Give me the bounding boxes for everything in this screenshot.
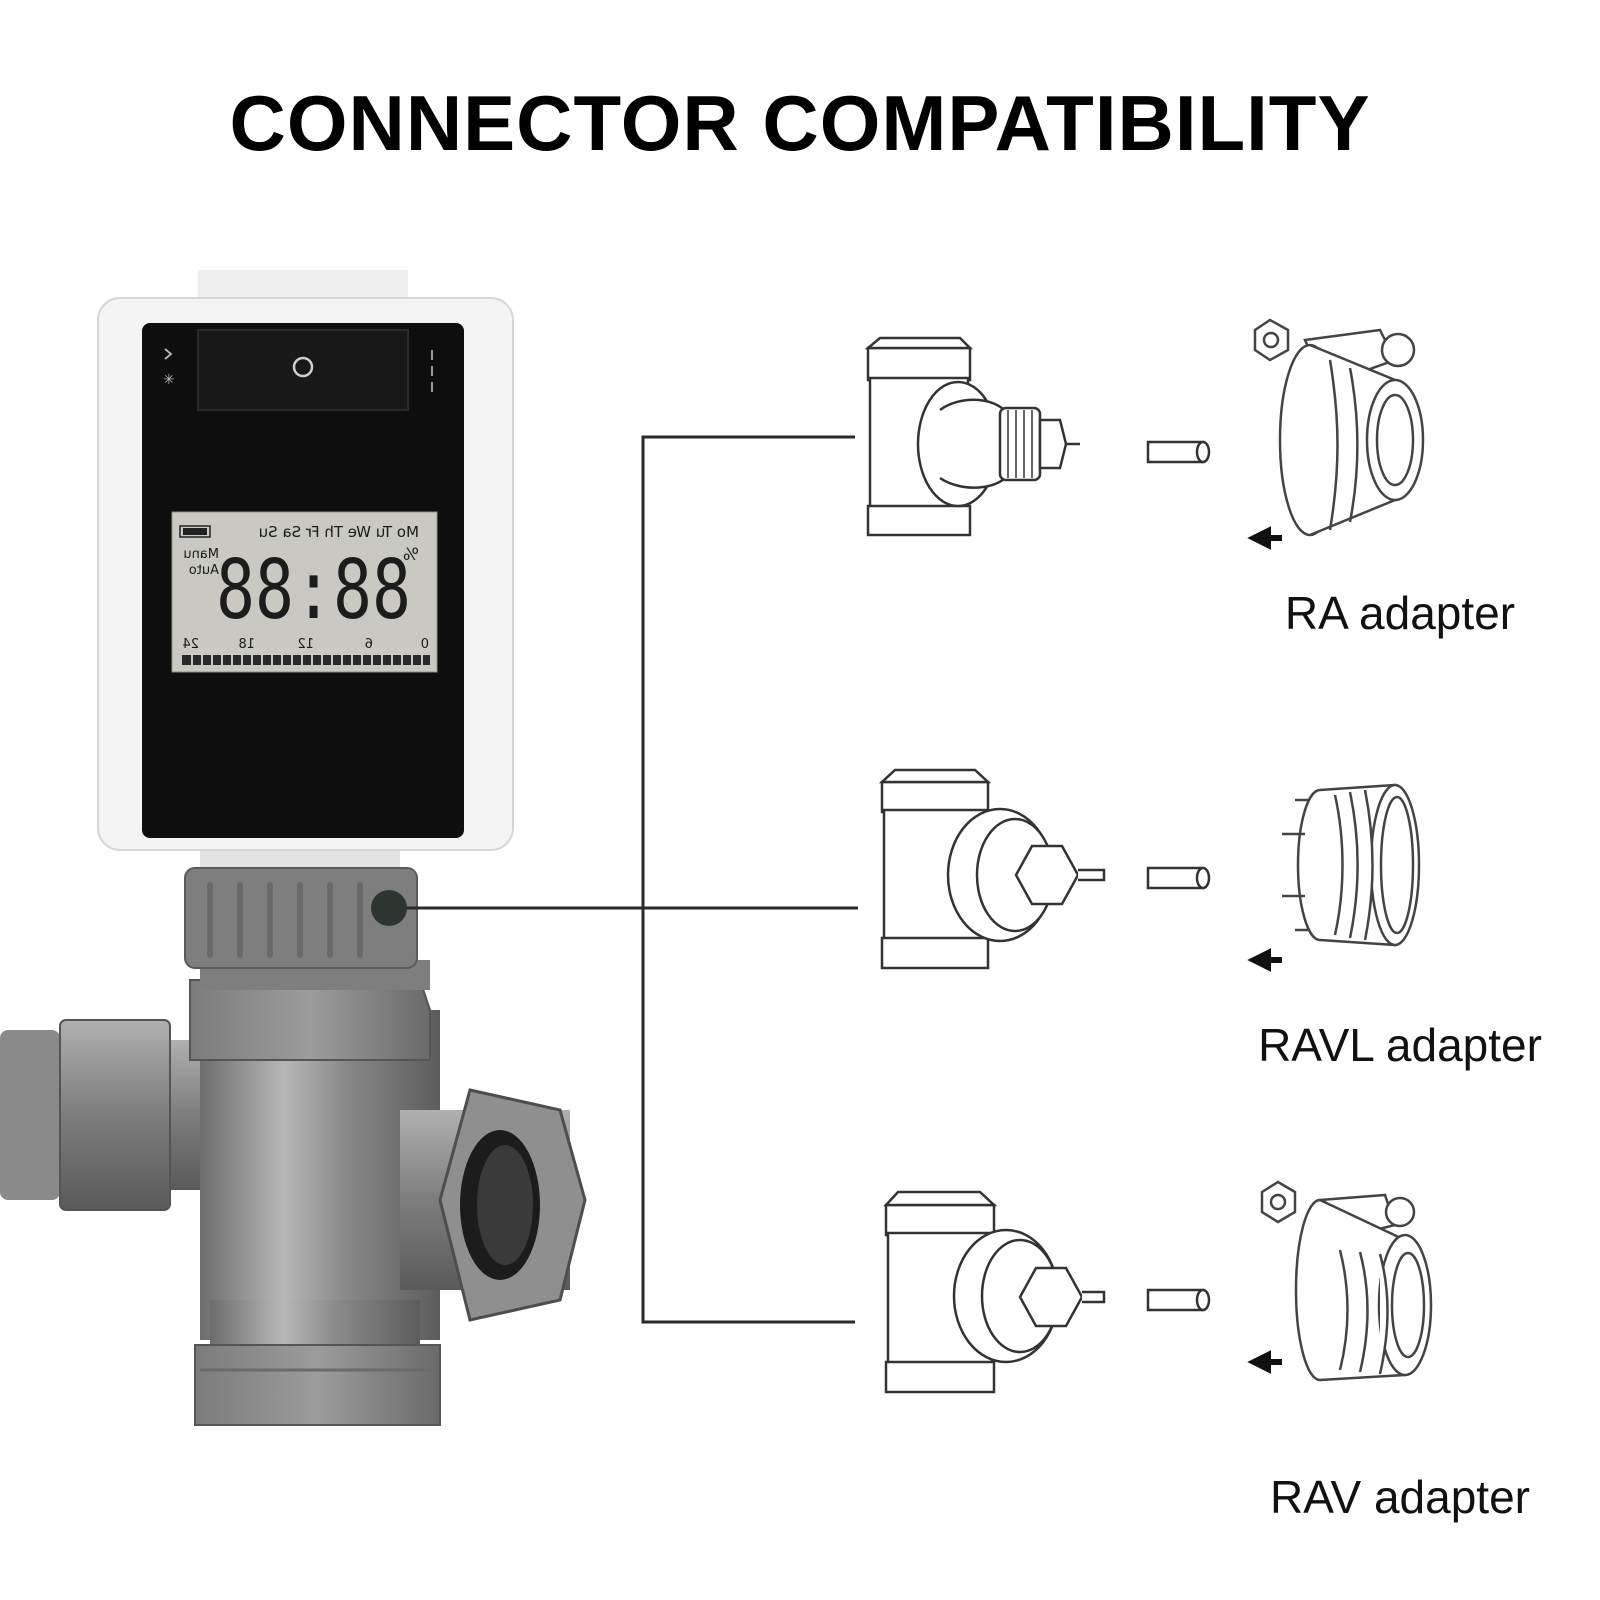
lcd-hour-label: 0 [421, 637, 429, 652]
lcd-mode-auto: Auto [189, 563, 219, 578]
valve-drawing-rav [883, 1190, 1106, 1394]
valve-drawing-ravl [878, 768, 1106, 970]
adapter-drawing-ravl [1282, 783, 1421, 947]
page-title: CONNECTOR COMPATIBILITY [229, 79, 1371, 167]
valve-drawing-ra [864, 336, 1080, 537]
lcd-days: Mo Tu We Th Fr Sa Su [259, 523, 419, 541]
adapter-label-rav: RAV adapter [1270, 1471, 1530, 1523]
adapter-drawing-ra [1253, 318, 1425, 537]
arrow-left-icon [1247, 948, 1282, 972]
pin-symbols [1146, 440, 1211, 1312]
power-button-icon [292, 356, 314, 378]
arrow-left-icon [1247, 526, 1282, 550]
lcd-hour-label: 6 [365, 637, 373, 652]
lcd-hour-label: 12 [297, 637, 314, 652]
chevron-right-icon [164, 348, 173, 360]
lcd-display: Mo Tu We Th Fr Sa Su Manu Auto % 88:88 0… [171, 511, 438, 673]
pin-ravl [1146, 866, 1205, 890]
battery-icon [179, 525, 211, 538]
pin-ra [1146, 440, 1205, 464]
lcd-hour-label: 24 [182, 637, 199, 652]
connection-point [371, 890, 407, 926]
connector-lines [405, 435, 858, 1324]
lcd-mode-manu: Manu [183, 547, 219, 562]
lcd-digits: 88:88 [216, 543, 411, 638]
adapter-drawing-rav [1260, 1180, 1433, 1382]
adapter-label-ravl: RAVL adapter [1258, 1019, 1542, 1071]
lcd-hour-scale: 0 6 12 18 24 [182, 637, 429, 652]
snowflake-icon: ✳ [163, 372, 175, 388]
lcd-percent: % [403, 545, 419, 565]
radiator-valve-photo [0, 960, 587, 1426]
pin-rav [1146, 1288, 1205, 1312]
adapter-label-ra: RA adapter [1284, 587, 1516, 639]
lcd-hour-label: 18 [238, 637, 255, 652]
arrow-left-icon [1247, 1350, 1282, 1374]
lcd-segment-bar [182, 655, 430, 665]
